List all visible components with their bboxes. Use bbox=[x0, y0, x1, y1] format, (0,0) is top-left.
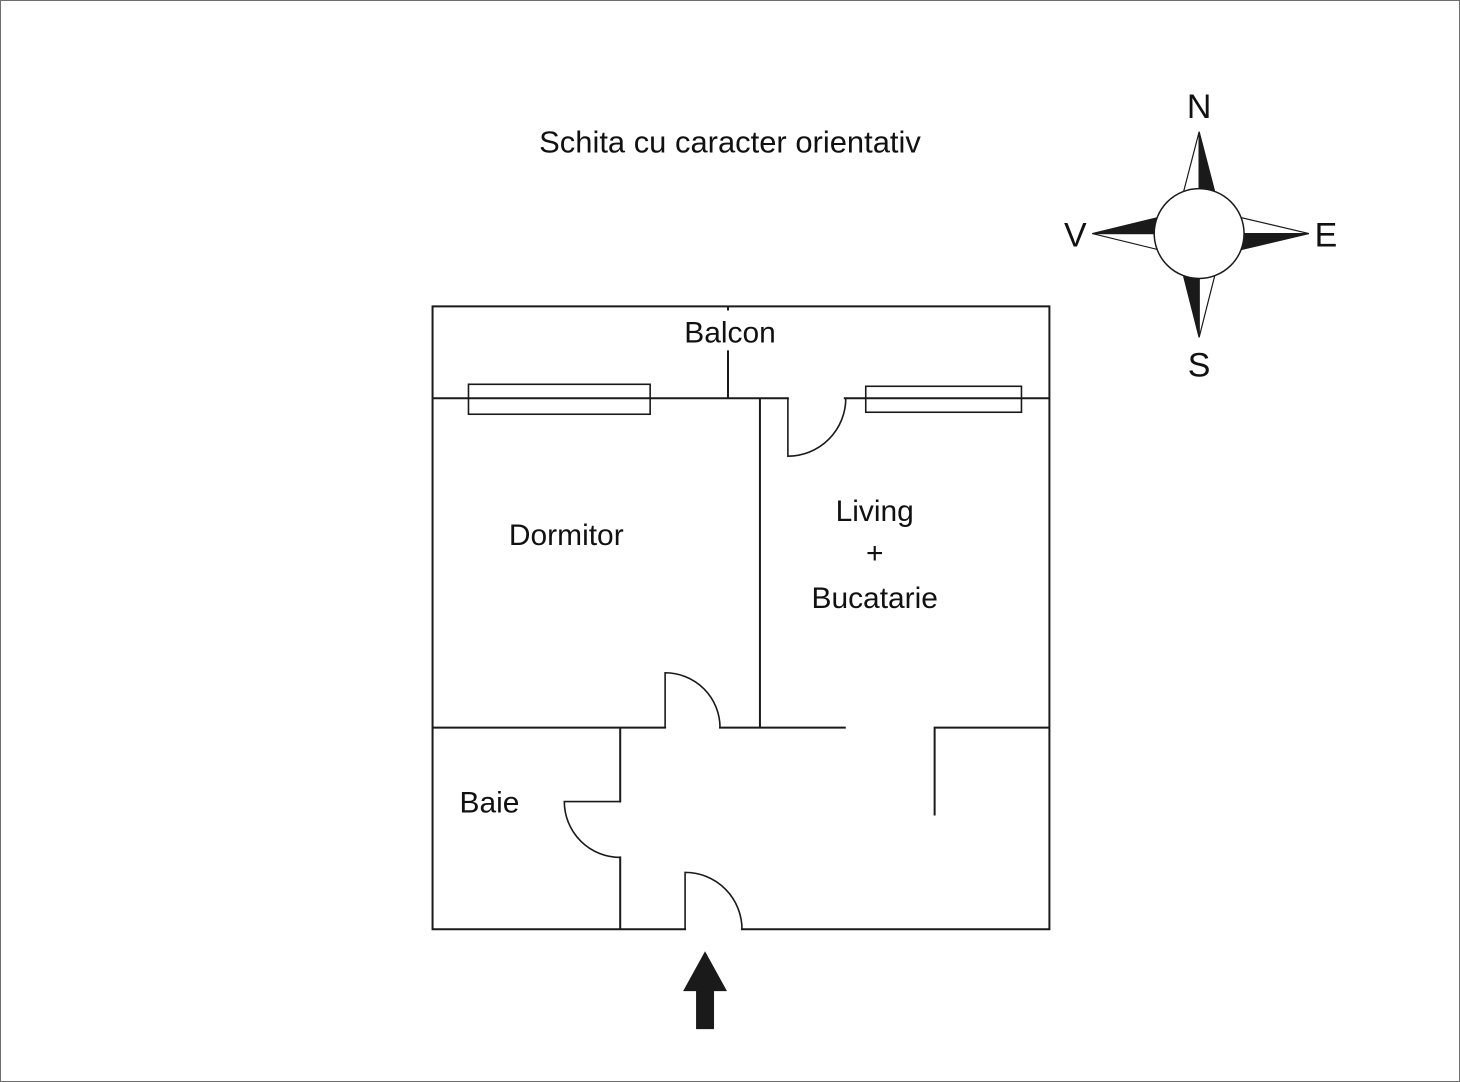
door-bathroom bbox=[563, 800, 621, 859]
room-label-balcony: Balcon bbox=[684, 316, 776, 349]
compass-label-south: S bbox=[1188, 346, 1211, 384]
room-label-living-plus: + bbox=[866, 537, 883, 570]
room-label-kitchen: Bucatarie bbox=[811, 582, 937, 615]
compass-center-circle bbox=[1153, 187, 1245, 280]
window-bedroom bbox=[467, 383, 651, 416]
compass-rose bbox=[1092, 131, 1310, 338]
entrance-arrow-icon bbox=[683, 951, 728, 1030]
room-label-bathroom: Baie bbox=[459, 786, 519, 819]
balcony-label-backdrop bbox=[668, 310, 792, 351]
door-balcony-living bbox=[787, 398, 847, 457]
window-living bbox=[864, 385, 1023, 414]
room-label-living: Living bbox=[836, 495, 914, 528]
compass-label-east: E bbox=[1315, 217, 1338, 255]
floorplan-walls bbox=[431, 305, 1051, 931]
room-label-bedroom: Dormitor bbox=[509, 519, 624, 552]
door-entrance bbox=[684, 871, 743, 930]
door-bedroom bbox=[664, 671, 721, 728]
compass-label-west: V bbox=[1064, 217, 1087, 255]
page-title: Schita cu caracter orientativ bbox=[539, 125, 921, 160]
compass-label-north: N bbox=[1187, 88, 1212, 126]
